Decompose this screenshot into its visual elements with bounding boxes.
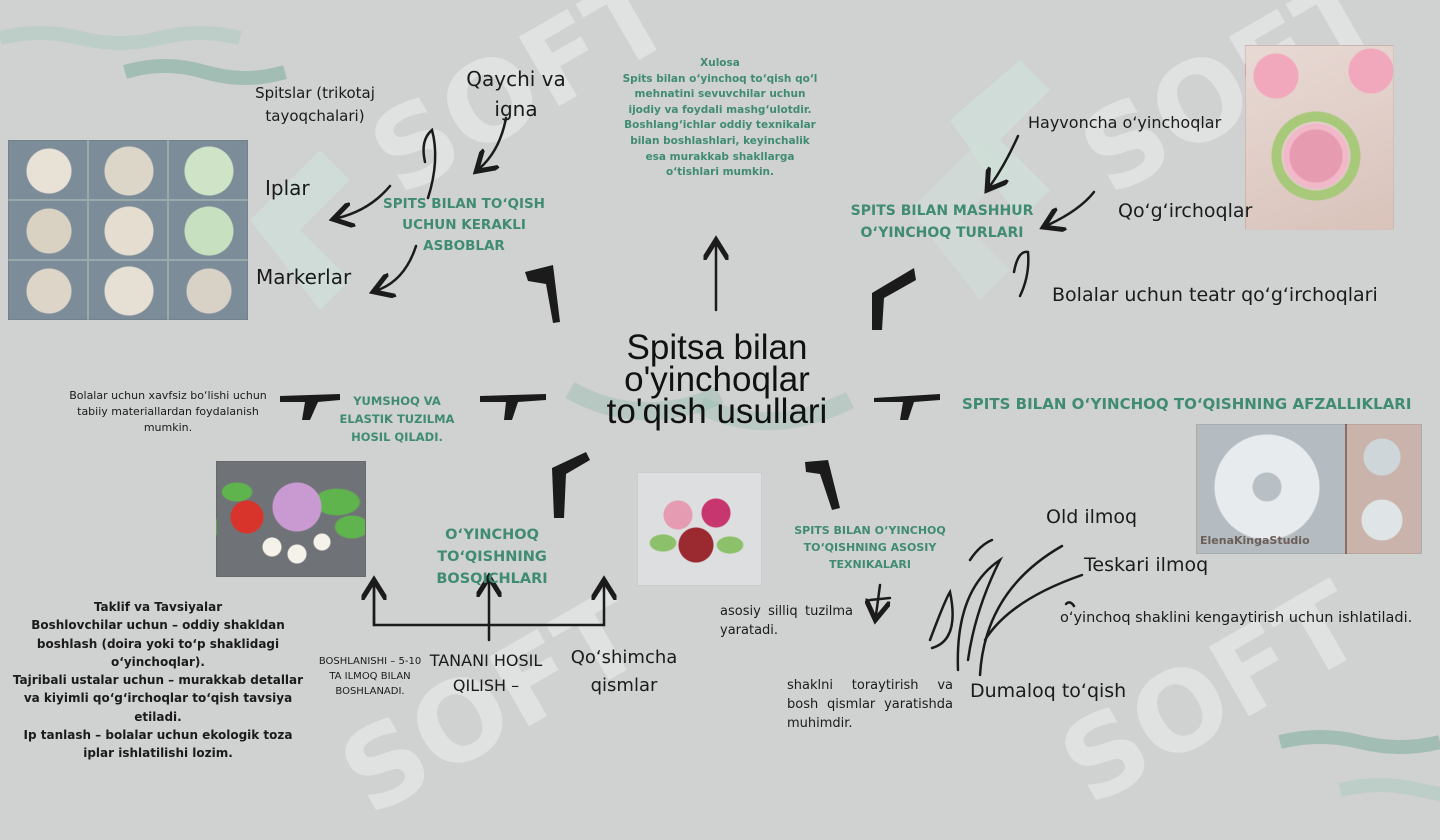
pansy-photo	[637, 472, 762, 586]
roses-leaves-photo	[216, 461, 366, 577]
step-item: Qo‘shimcha qismlar	[570, 647, 678, 696]
technique-note: asosiy silliq tuzilma yaratadi.	[720, 604, 853, 638]
type-item: Bolalar uchun teatr qo‘g‘irchoqlari	[1052, 284, 1378, 306]
advice-line: Boshlovchilar uchun – oddiy shakldan bos…	[31, 618, 285, 669]
yarn-balls-photo	[8, 140, 248, 320]
advice-heading: Taklif va Tavsiyalar	[93, 600, 223, 614]
type-item: Qo‘g‘irchoqlar	[1118, 200, 1253, 222]
technique-item: Old ilmoq	[1046, 506, 1138, 528]
conclusion-heading: Xulosa	[700, 57, 740, 69]
flower-motif-photo	[1196, 424, 1422, 554]
step-item: BOSHLANISHI – 5-10 TA ILMOQ BILAN BOSHLA…	[318, 656, 422, 697]
advice-line: Ip tanlash – bolalar uchun ekologik toza…	[23, 728, 293, 761]
techniques-heading: SPITS BILAN O‘YINCHOQ TO‘QISHNING ASOSIY…	[794, 524, 946, 571]
conclusion-block: Xulosa Spits bilan o‘yinchoq to‘qish qo‘…	[622, 56, 818, 181]
rose-crochet-photo	[1245, 45, 1394, 230]
center-title: Spitsa bilan o'yinchoqlar to'qish usulla…	[606, 328, 828, 431]
type-item: Hayvoncha o‘yinchoqlar	[1028, 113, 1222, 132]
technique-item: Dumaloq to‘qish	[970, 680, 1127, 702]
soft-note: Bolalar uchun xavfsiz bo‘lishi uchun tab…	[69, 389, 267, 434]
steps-heading: O‘YINCHOQ TO‘QISHNING BOSQICHLARI	[436, 527, 548, 587]
advantages-heading: SPITS BILAN O‘YINCHOQ TO‘QISHNING AFZALL…	[962, 395, 1412, 413]
step-item: TANANI HOSIL QILISH –	[429, 651, 543, 695]
soft-heading: YUMSHOQ VA ELASTIK TUZILMA HOSIL QILADI.	[339, 394, 455, 444]
advice-line: Tajribali ustalar uchun – murakkab detal…	[12, 673, 304, 724]
photo-caption: ElenaKingaStudio	[1200, 534, 1310, 547]
advice-block: Taklif va Tavsiyalar Boshlovchilar uchun…	[10, 598, 306, 763]
connectors	[280, 116, 1096, 677]
technique-note: o‘yinchoq shaklini kengaytirish uchun is…	[1060, 610, 1413, 626]
types-heading: SPITS BILAN MASHHUR O‘YINCHOQ TURLARI	[850, 203, 1034, 241]
technique-item: Teskari ilmoq	[1084, 554, 1209, 576]
tool-item: Qaychi va igna	[466, 67, 566, 121]
tool-item: Spitslar (trikotaj tayoqchalari)	[255, 84, 375, 125]
tools-heading: SPITS BILAN TO‘QISH UCHUN KERAKLI ASBOBL…	[383, 196, 545, 254]
tool-item: Markerlar	[256, 265, 352, 289]
technique-note: shaklni toraytirish va bosh qismlar yara…	[787, 678, 953, 731]
conclusion-text: Spits bilan o‘yinchoq to‘qish qo‘l mehna…	[622, 72, 818, 179]
tool-item: Iplar	[265, 176, 310, 200]
